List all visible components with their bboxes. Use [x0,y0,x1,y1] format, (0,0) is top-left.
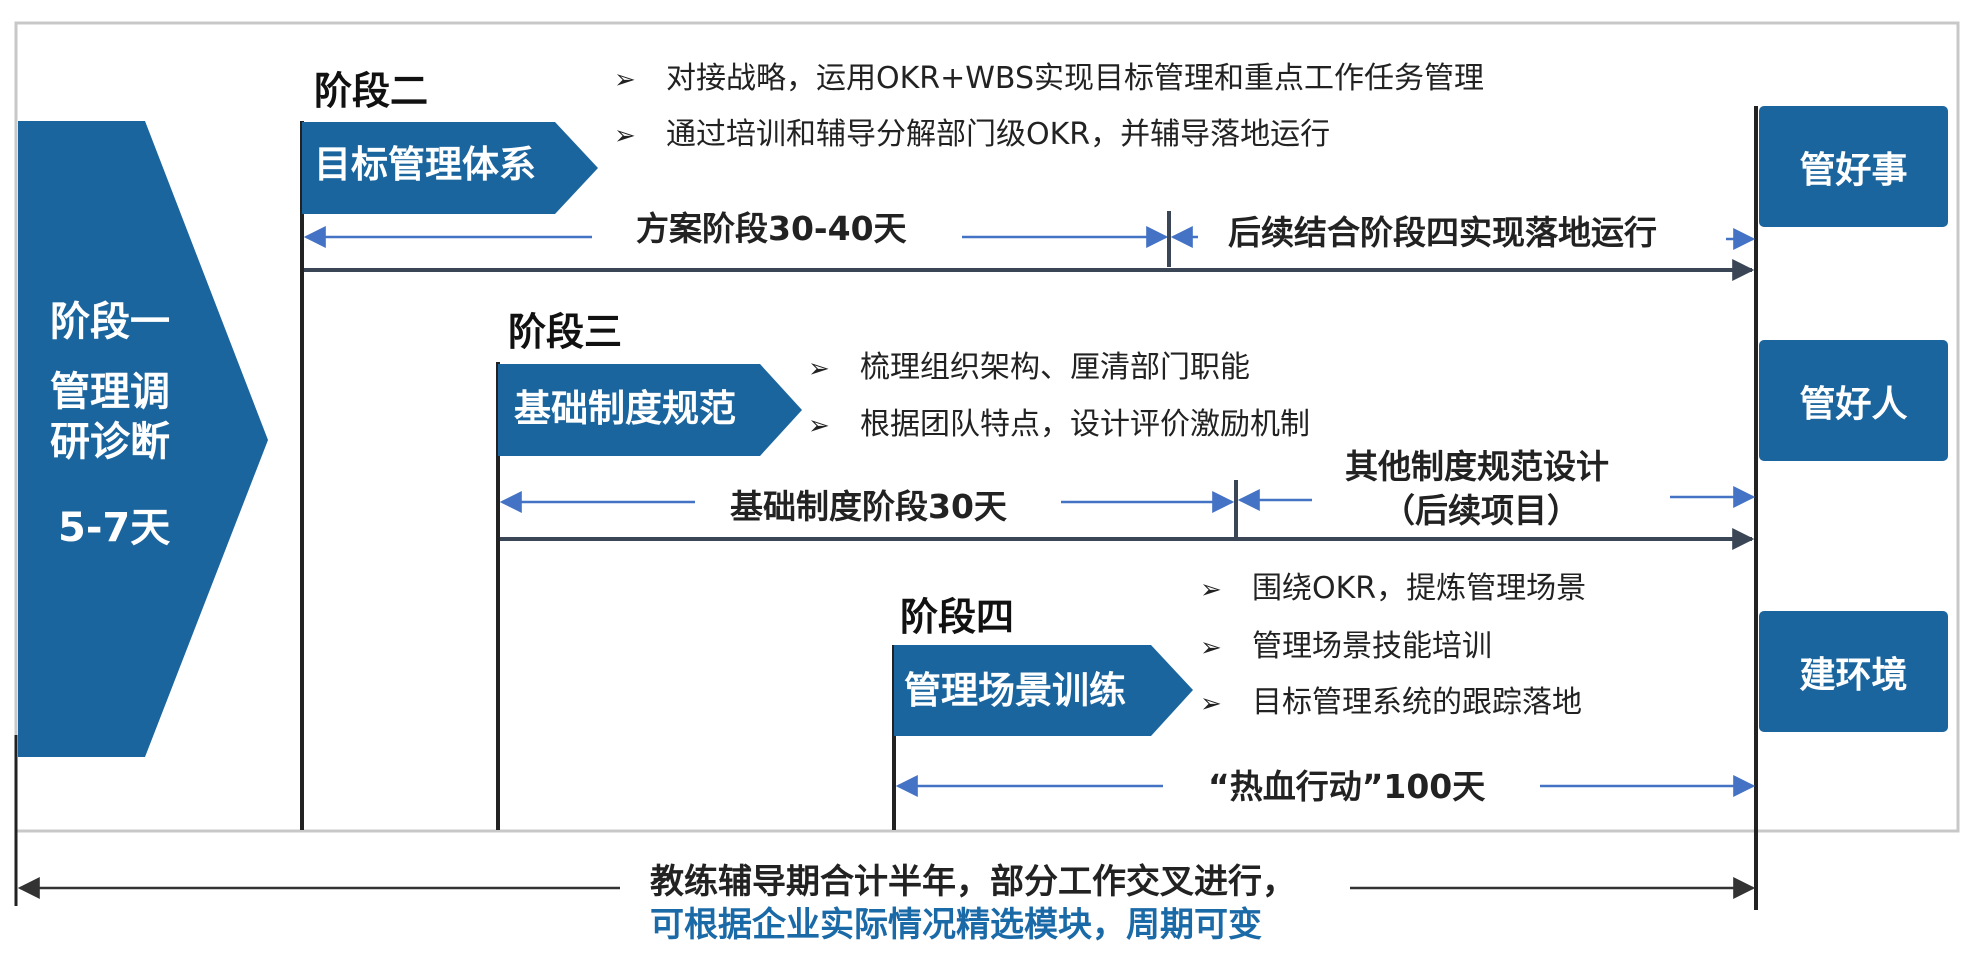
stage3-bullet-2: ➢ 根据团队特点，设计评价激励机制 [808,410,1310,440]
stage2-bullet-1: ➢ 对接战略，运用OKR+WBS实现目标管理和重点工作任务管理 [614,64,1484,94]
bullet-text: 梳理组织架构、厘清部门职能 [860,350,1250,385]
stage2-phase-b-label: 后续结合阶段四实现落地运行 [1228,213,1657,252]
stage3-phase-b-line1: 其他制度规范设计 [1345,447,1609,486]
stage3-module-label: 基础制度规范 [514,387,736,430]
stage2-title: 阶段二 [314,69,429,113]
bullet-text: 通过培训和辅导分解部门级OKR，并辅导落地运行 [666,117,1331,152]
bullet-arrow-icon: ➢ [808,411,830,441]
stage3-module-chevron [498,364,802,456]
stage4-bullet-1: ➢ 围绕OKR，提炼管理场景 [1200,574,1586,604]
stage1-subtitle-line1: 管理调 [50,369,170,415]
stage4-phase-label: “热血行动”100天 [1208,767,1486,806]
bullet-arrow-icon: ➢ [1200,575,1222,605]
footer-line1: 教练辅导期合计半年，部分工作交叉进行， [650,862,1296,902]
bullet-arrow-icon: ➢ [614,65,636,95]
stage3-phase-b-line2: （后续项目） [1382,491,1580,530]
footer-line2: 可根据企业实际情况精选模块，周期可变 [650,905,1262,945]
stage3-title: 阶段三 [508,310,623,354]
stage3-phase-a-label: 基础制度阶段30天 [730,487,1007,526]
outcome-box-3: 建环境 [1759,611,1948,732]
bullet-text: 目标管理系统的跟踪落地 [1252,685,1582,720]
stage1-title: 阶段一 [50,299,170,345]
bullet-text: 管理场景技能培训 [1252,629,1492,664]
stage4-title: 阶段四 [900,595,1015,639]
bullet-arrow-icon: ➢ [614,121,636,151]
bullet-arrow-icon: ➢ [1200,633,1222,663]
stage2-module-chevron [302,122,598,214]
bullet-text: 围绕OKR，提炼管理场景 [1252,571,1587,606]
stage2-phase-a-label: 方案阶段30-40天 [636,209,907,248]
bullet-text: 对接战略，运用OKR+WBS实现目标管理和重点工作任务管理 [666,61,1485,96]
stage2-bullet-2: ➢ 通过培训和辅导分解部门级OKR，并辅导落地运行 [614,120,1330,150]
stage1-duration: 5-7天 [58,505,171,551]
bullet-arrow-icon: ➢ [808,354,830,384]
stage3-bullet-1: ➢ 梳理组织架构、厘清部门职能 [808,353,1250,383]
stage4-module-label: 管理场景训练 [904,669,1126,712]
stage1-subtitle-line2: 研诊断 [50,419,170,465]
outcome-box-1: 管好事 [1759,106,1948,227]
outer-frame [14,21,1960,833]
stage1-chevron [18,121,268,757]
stage4-bullet-3: ➢ 目标管理系统的跟踪落地 [1200,688,1582,718]
stage4-bullet-2: ➢ 管理场景技能培训 [1200,632,1492,662]
bullet-arrow-icon: ➢ [1200,689,1222,719]
bullet-text: 根据团队特点，设计评价激励机制 [860,407,1310,442]
outcome-box-2: 管好人 [1759,340,1948,461]
stage2-module-label: 目标管理体系 [314,143,536,186]
stage4-module-chevron [894,645,1193,736]
